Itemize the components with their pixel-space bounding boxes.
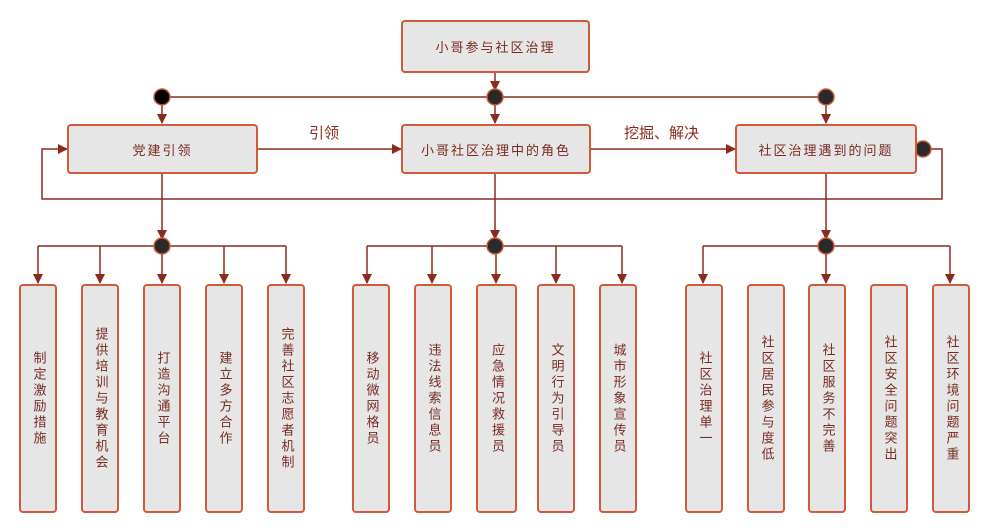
child-node[interactable]: 文明行为引导员 xyxy=(537,284,575,513)
governance-problems-node[interactable]: 社区治理遇到的问题 xyxy=(735,124,917,174)
child-node-label: 城市形象宣传员 xyxy=(610,342,626,455)
child-node[interactable]: 社区环境问题严重 xyxy=(932,284,970,513)
junction-dot xyxy=(817,237,835,255)
party-leadership-label: 党建引领 xyxy=(132,143,193,159)
child-node-label: 提供培训与教育机会 xyxy=(92,326,108,471)
child-node[interactable]: 打造沟通平台 xyxy=(143,284,181,513)
junction-dot xyxy=(486,88,504,106)
child-node-label: 社区环境问题严重 xyxy=(943,334,959,463)
child-node[interactable]: 应急情况救援员 xyxy=(476,284,517,513)
junction-dot xyxy=(486,237,504,255)
child-node[interactable]: 制定激励措施 xyxy=(19,284,57,513)
courier-role-node[interactable]: 小哥社区治理中的角色 xyxy=(401,124,591,174)
junction-dot xyxy=(153,237,171,255)
child-node-label: 社区服务不完善 xyxy=(819,342,835,455)
child-node[interactable]: 社区治理单一 xyxy=(685,284,723,513)
child-node-label: 文明行为引导员 xyxy=(548,342,564,455)
child-node[interactable]: 违法线索信息员 xyxy=(414,284,452,513)
child-node-label: 社区居民参与度低 xyxy=(758,334,774,463)
edge-label-lead: 引领 xyxy=(309,124,340,142)
party-leadership-node[interactable]: 党建引领 xyxy=(67,124,258,174)
child-node[interactable]: 提供培训与教育机会 xyxy=(81,284,119,513)
child-node-label: 打造沟通平台 xyxy=(154,350,170,447)
child-node-label: 社区治理单一 xyxy=(696,350,712,447)
junction-dot xyxy=(153,88,171,106)
child-node[interactable]: 建立多方合作 xyxy=(205,284,243,513)
child-node-label: 应急情况救援员 xyxy=(489,342,504,455)
root-node[interactable]: 小哥参与社区治理 xyxy=(401,20,590,73)
root-node-label: 小哥参与社区治理 xyxy=(435,41,556,56)
edge-label-discover-solve: 挖掘、解决 xyxy=(624,124,700,142)
child-node-label: 违法线索信息员 xyxy=(425,342,441,455)
child-node-label: 制定激励措施 xyxy=(30,350,46,447)
governance-problems-label: 社区治理遇到的问题 xyxy=(758,143,894,159)
child-node[interactable]: 社区安全问题突出 xyxy=(870,284,908,513)
junction-dot xyxy=(914,140,932,158)
child-node[interactable]: 完善社区志愿者机制 xyxy=(267,284,305,513)
child-node-label: 移动微网格员 xyxy=(363,350,379,447)
child-node[interactable]: 社区服务不完善 xyxy=(808,284,846,513)
child-node[interactable]: 移动微网格员 xyxy=(352,284,390,513)
junction-dot xyxy=(817,88,835,106)
child-node[interactable]: 城市形象宣传员 xyxy=(599,284,637,513)
edge-feedback-loop xyxy=(41,144,943,200)
child-node-label: 社区安全问题突出 xyxy=(881,334,897,463)
child-node[interactable]: 社区居民参与度低 xyxy=(747,284,785,513)
courier-role-label: 小哥社区治理中的角色 xyxy=(420,143,571,159)
child-node-label: 建立多方合作 xyxy=(216,350,232,447)
child-node-label: 完善社区志愿者机制 xyxy=(278,326,294,471)
